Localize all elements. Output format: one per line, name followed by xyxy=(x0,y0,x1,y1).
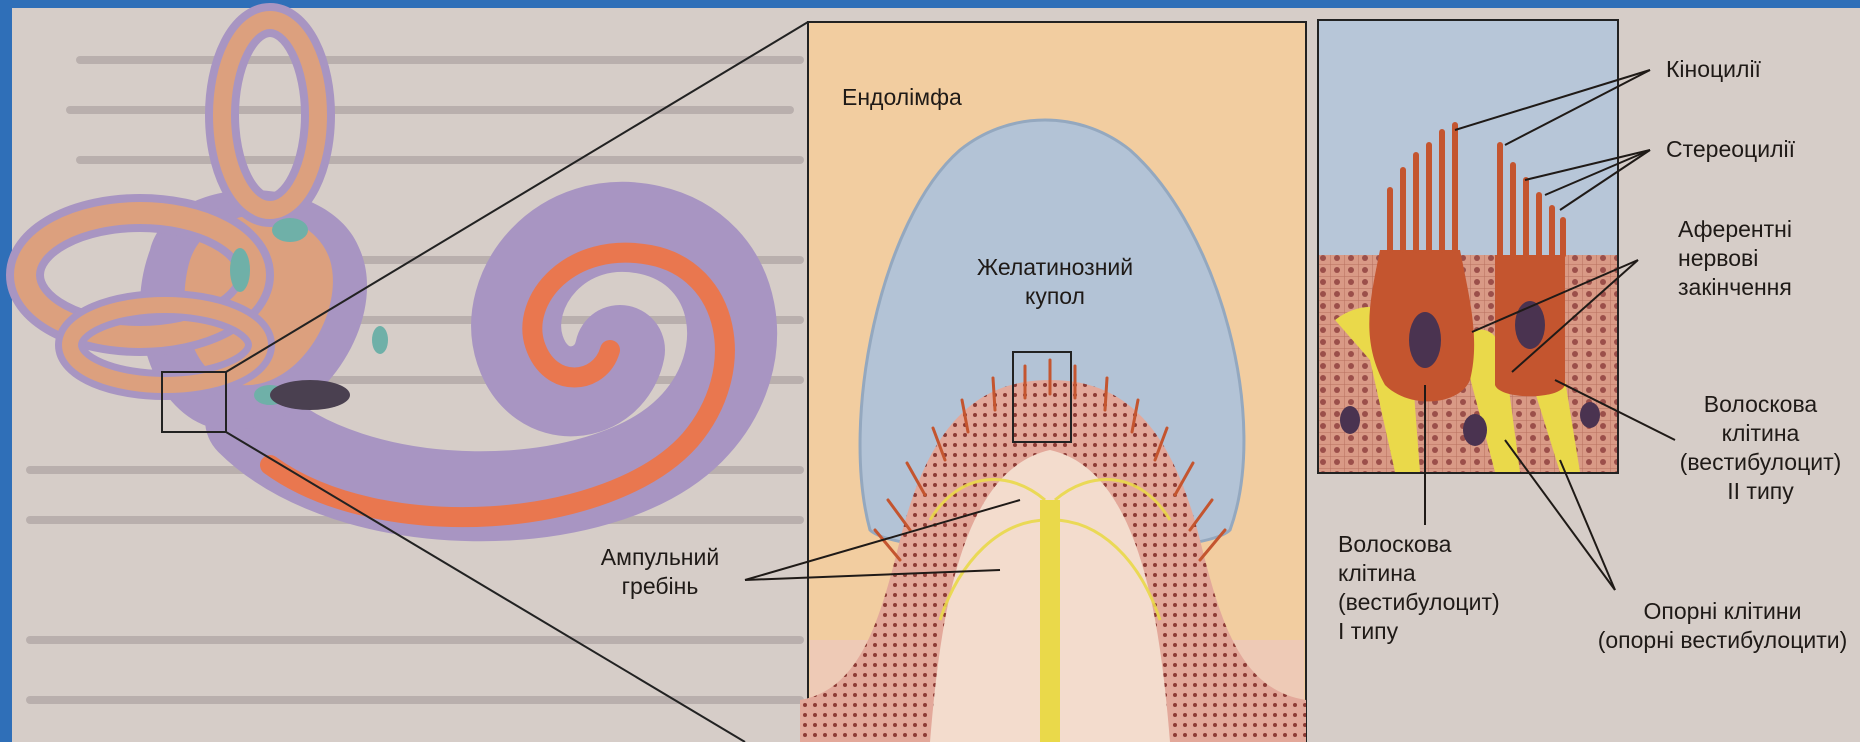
label-stereocilia: Стереоцилії xyxy=(1666,135,1795,164)
label-kinocilia: Кіноцилії xyxy=(1666,55,1761,84)
ampulla-panel xyxy=(800,22,1306,742)
label-endolymph: Ендолімфа xyxy=(842,83,962,112)
label-hair-cell-type1: Волоскова клітина (вестибулоцит) І типу xyxy=(1338,530,1500,646)
label-hair-cell-type2: Волоскова клітина (вестибулоцит) ІІ типу xyxy=(1668,390,1853,506)
label-supporting-cells: Опорні клітини (опорні вестибулоцити) xyxy=(1590,597,1855,655)
label-ampullary-crest: Ампульний гребінь xyxy=(580,543,740,601)
hair-cell-panel xyxy=(1318,20,1618,473)
label-afferent-endings: Аферентні нервові закінчення xyxy=(1678,215,1792,302)
label-gelatinous-cupula: Желатинозний купол xyxy=(965,253,1145,311)
